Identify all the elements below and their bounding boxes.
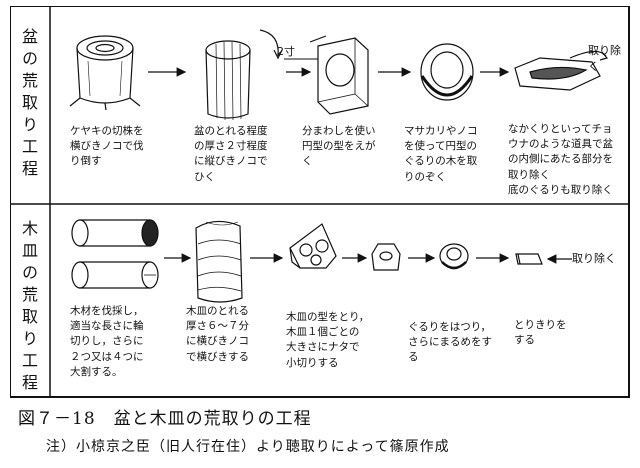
plate-blank-illustration	[371, 243, 401, 271]
finished-plate-illustration	[515, 253, 572, 265]
step-caption: とりきりを する	[514, 319, 567, 347]
stump-illustration	[69, 35, 141, 111]
row-label-tray: 盆の荒取り工程	[19, 28, 38, 182]
step-caption: なかくりといってチョ ウナのような道具で盆 の内側にあたる部分を 取り除く 底の…	[508, 123, 613, 196]
row-label-plate: 木皿の荒取り工程	[19, 220, 38, 396]
process-diagram: 2寸	[10, 6, 630, 398]
step-caption: ケヤキの切株を 横びきノコで伐 り倒す	[70, 125, 144, 168]
step-caption: 盆のとれる程度 の厚さ２寸程度 に縦びきノコで ひく	[194, 125, 268, 183]
split-log-illustration	[205, 29, 283, 121]
rounded-blank-illustration	[439, 243, 469, 270]
figure-title: 図７－18 盆と木皿の荒取りの工程	[18, 409, 312, 429]
step-caption: マサカリやノコ を使って円型の ぐるりの木を取 りのぞく	[404, 125, 478, 183]
diagram-drawing: 2寸	[10, 6, 630, 398]
disc-illustration	[420, 43, 474, 101]
remove-tag-tray: 取り除く	[588, 44, 621, 73]
wedge-blanks-illustration	[289, 223, 337, 269]
figure-note: 注）小椋京之臣（旧人行在住）より聴取りによって篠原作成	[46, 439, 450, 455]
carved-tray-illustration	[514, 50, 609, 91]
step-caption: 木材を伐採し， 適当な長さに輪 切りし，さらに ２つ又は４つに 大割する。	[70, 305, 144, 378]
remove-tag-plate: 取り除く	[572, 252, 616, 265]
step-caption: 木皿のとれる 厚さ６～７分 に横びきノコ で横びきする	[186, 305, 249, 363]
dimension-mark: 2寸	[277, 44, 295, 58]
step-caption: 分まわしを使い 円型の型をえが く	[302, 125, 376, 168]
outer-border	[10, 6, 630, 398]
step-caption: ぐるりをはつり， さらにまるめをす る	[408, 321, 492, 364]
quarter-block-illustration	[195, 220, 243, 303]
block-circle-illustration	[309, 35, 369, 115]
logs-illustration	[71, 219, 159, 289]
step-caption: 木皿の型をとり， 木皿１個ごとの 大きさにナタで 小切りする	[286, 311, 370, 369]
